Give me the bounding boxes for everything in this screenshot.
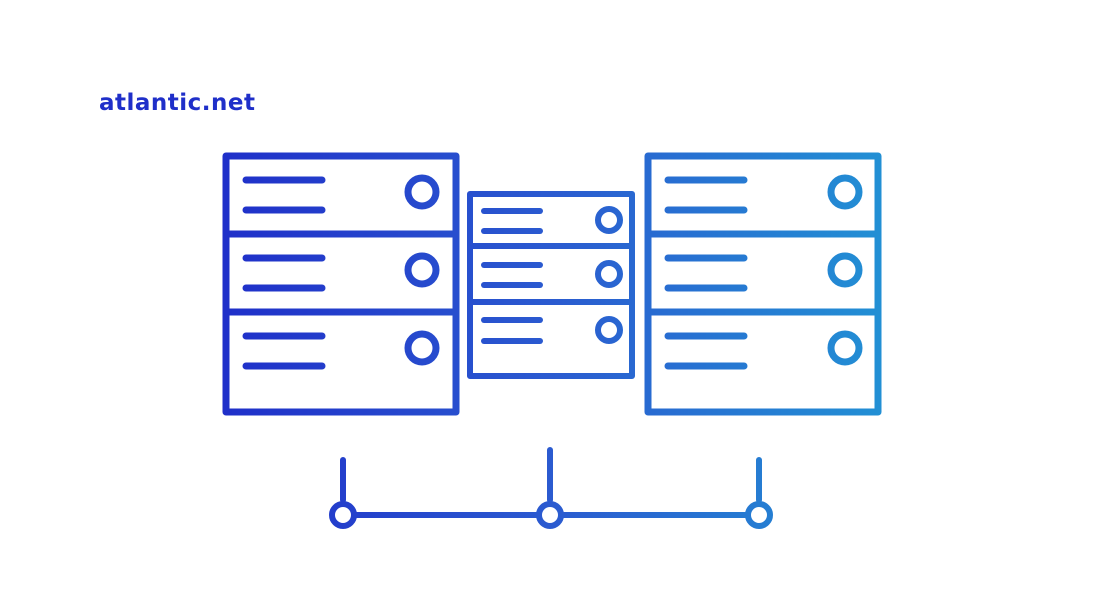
- network-node-icon: [745, 501, 773, 529]
- center-server-rack: [467, 191, 635, 379]
- right-server-rack: [644, 152, 882, 416]
- power-icon: [404, 330, 440, 366]
- power-icon: [595, 316, 623, 344]
- right-rack-unit: [664, 330, 863, 370]
- center-rack-unit: [481, 260, 623, 288]
- center-rack-unit: [481, 206, 623, 234]
- left-rack-unit: [242, 330, 440, 370]
- network-node-icon: [329, 501, 357, 529]
- power-icon: [827, 330, 863, 366]
- network-node-icon: [536, 501, 564, 529]
- brand-logo: atlantic.net: [99, 90, 256, 116]
- power-icon: [404, 252, 440, 288]
- right-rack-frame: [644, 152, 882, 416]
- power-icon: [827, 174, 863, 210]
- center-rack-frame: [467, 191, 635, 379]
- power-icon: [404, 174, 440, 210]
- power-icon: [827, 252, 863, 288]
- right-rack-unit: [664, 174, 863, 214]
- center-rack-unit: [481, 316, 623, 344]
- power-icon: [595, 206, 623, 234]
- left-rack-unit: [242, 252, 440, 292]
- left-server-rack: [222, 152, 460, 416]
- left-rack-unit: [242, 174, 440, 214]
- left-rack-frame: [222, 152, 460, 416]
- network-connection: [329, 447, 773, 529]
- right-rack-unit: [664, 252, 863, 292]
- power-icon: [595, 260, 623, 288]
